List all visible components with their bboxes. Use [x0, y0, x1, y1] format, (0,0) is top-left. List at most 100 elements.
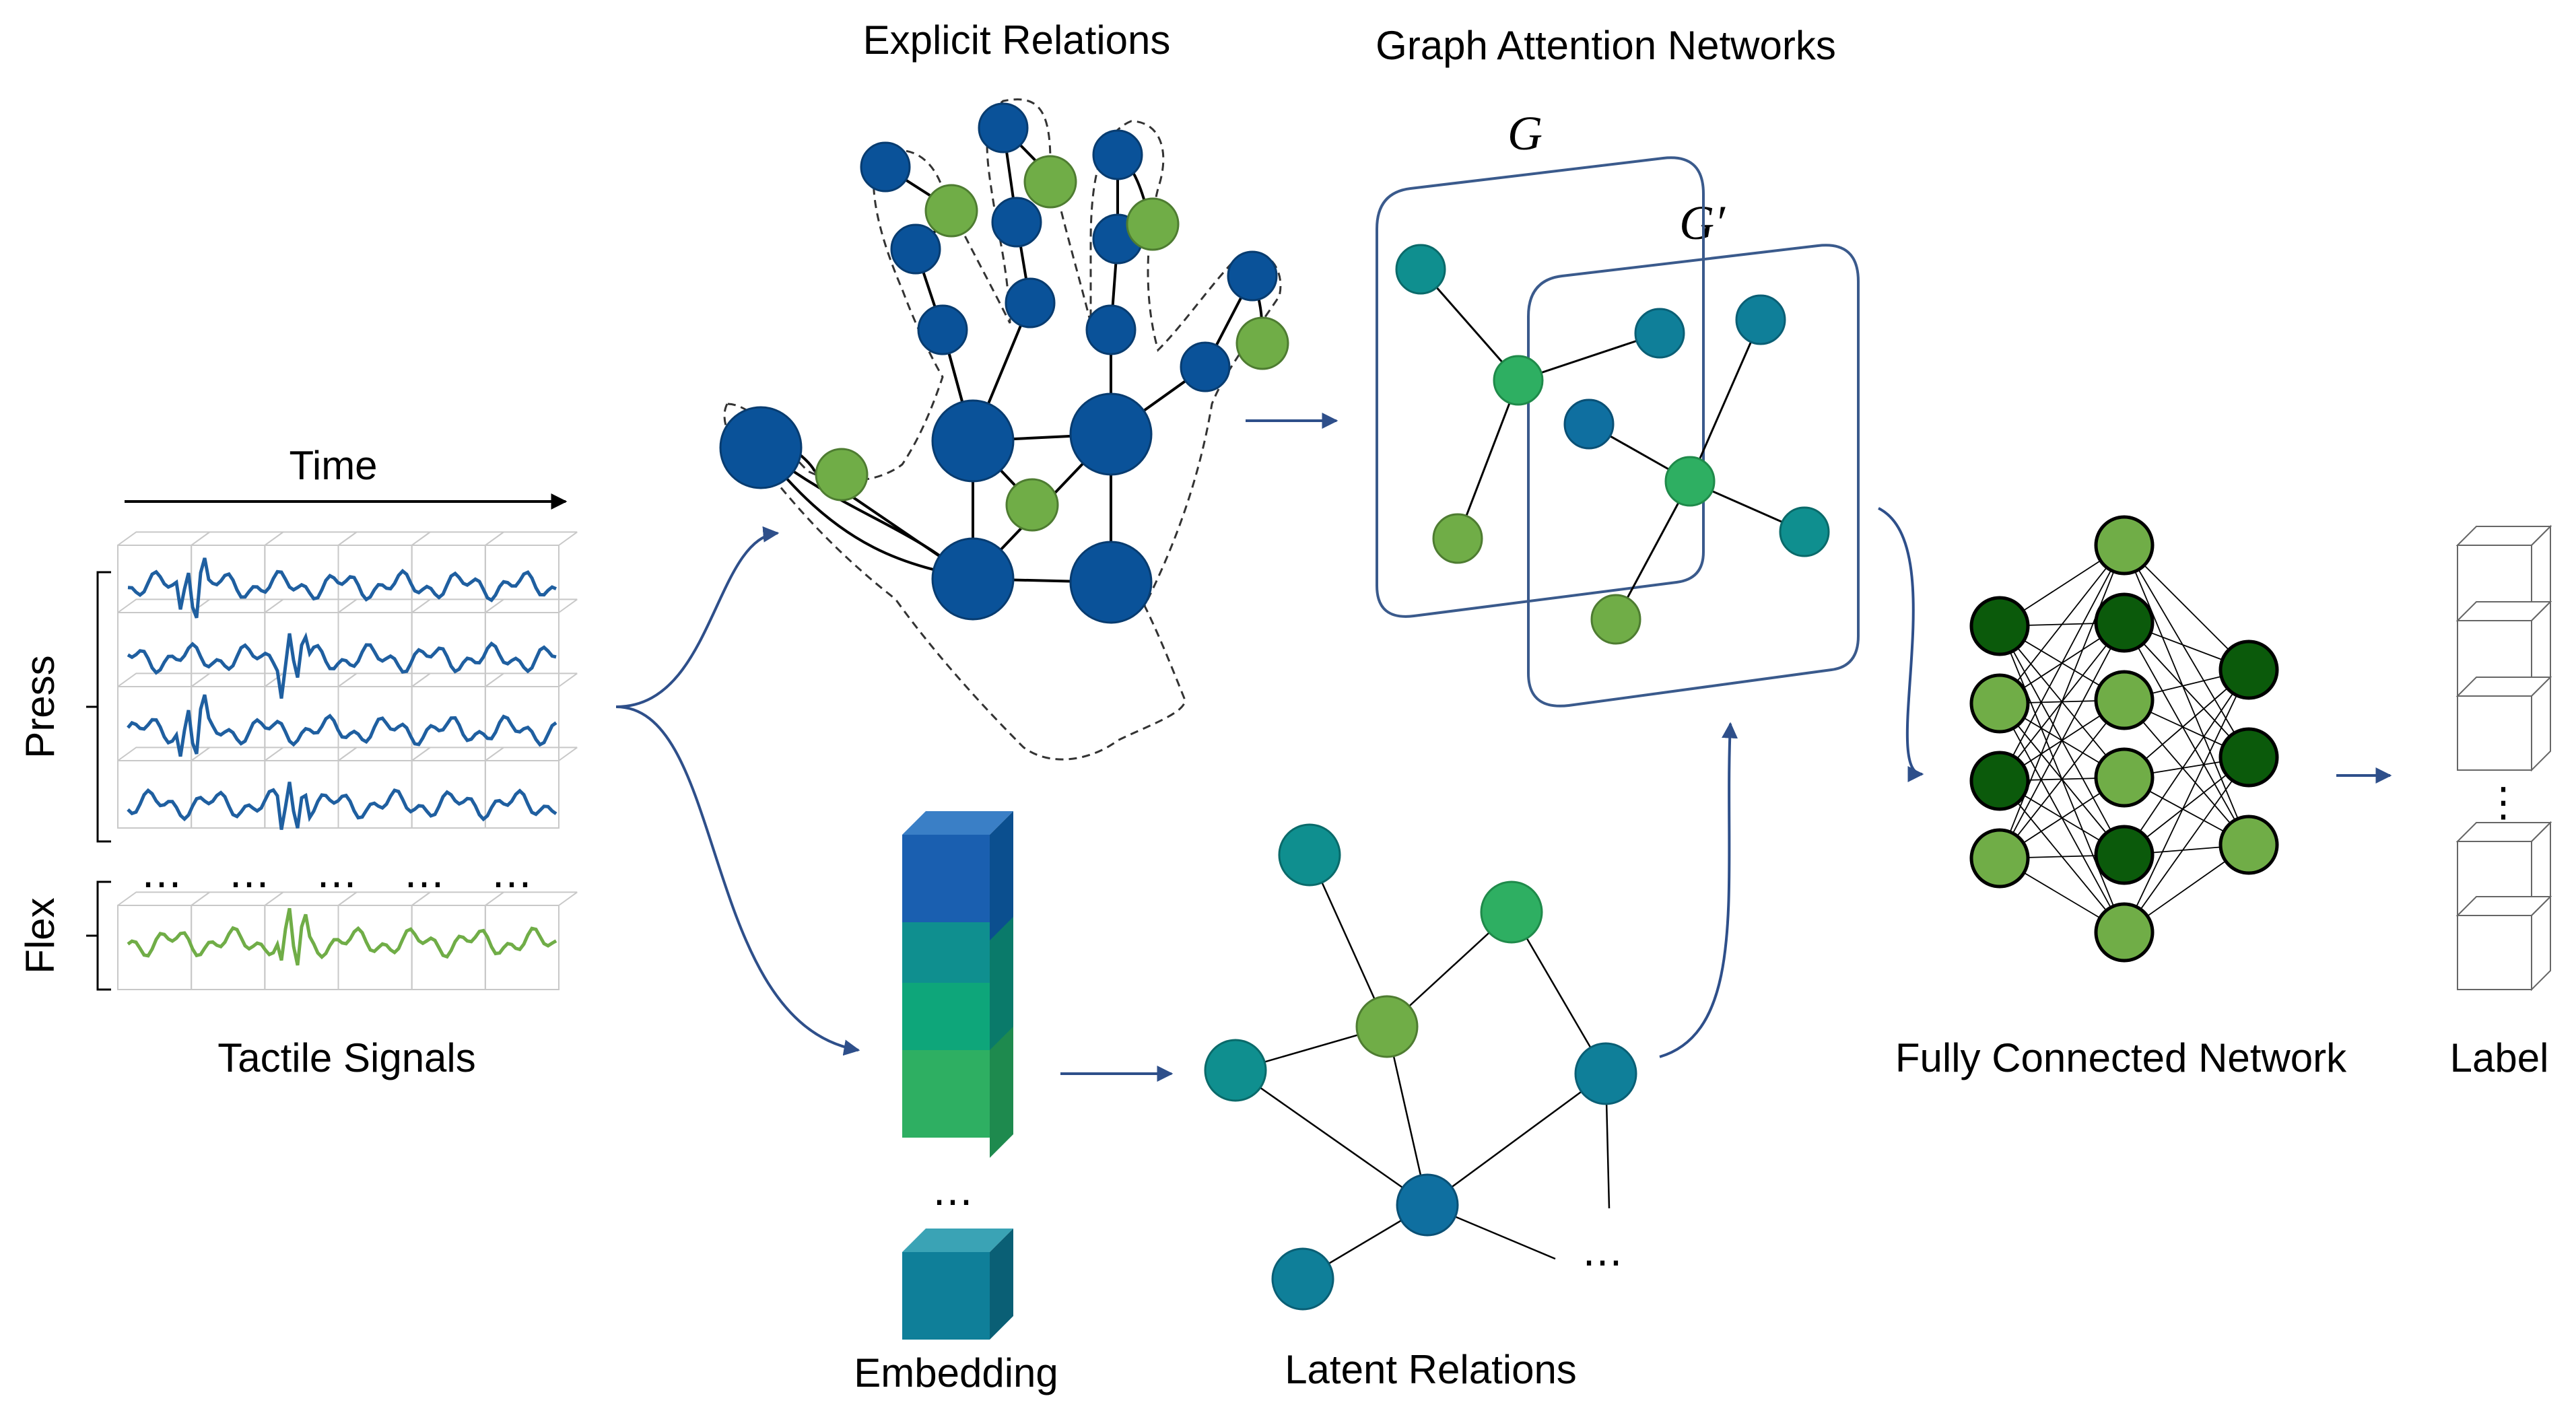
fcn-edge: [2124, 669, 2249, 933]
hand-node: [991, 197, 1042, 248]
grid-cell: [191, 612, 266, 687]
fcn-node: [2218, 727, 2279, 788]
grid-cell: [191, 760, 266, 829]
grid-depth-line: [411, 747, 504, 761]
signal-waveform: [127, 694, 557, 757]
latent-relations-panel: … Latent Relations: [1204, 823, 1637, 1392]
embedding-stack: [902, 811, 1013, 1158]
fcn-label: Fully Connected Network: [1895, 1035, 2347, 1080]
gat-node: [1735, 294, 1786, 345]
latent-nodes: [1204, 823, 1637, 1311]
fcn-edge: [2124, 699, 2249, 845]
fcn-edge: [2124, 545, 2249, 758]
hand-node-green: [1126, 197, 1180, 251]
grid-depth-line: [485, 747, 578, 761]
label-cube: [2455, 895, 2552, 992]
latent-node: [1355, 995, 1419, 1058]
tactile-signals-label: Tactile Signals: [217, 1035, 476, 1080]
grid-depth-line: [485, 672, 578, 687]
grid-cell: [117, 612, 193, 687]
graph-attention-panel: Graph Attention Networks G G′: [1376, 23, 1860, 707]
explicit-relations-label: Explicit Relations: [863, 18, 1171, 63]
fcn-node: [2094, 592, 2155, 653]
ellipsis: …: [933, 1168, 973, 1215]
hand-node: [890, 223, 941, 275]
hand-node: [1092, 129, 1143, 180]
fcn-node: [1969, 751, 2030, 811]
arrow-to-explicit: [615, 526, 780, 708]
signal-waveform: [127, 782, 557, 830]
signal-grid: [117, 531, 578, 990]
fcn-edge: [1999, 545, 2125, 782]
latent-node: [1278, 823, 1341, 887]
label-cube-icon: ⋮ Label: [2450, 524, 2552, 1080]
latent-node: [1204, 1039, 1267, 1102]
grid-cell: [484, 905, 560, 990]
graph-g-frame: [1376, 156, 1705, 618]
hand-node: [719, 406, 803, 489]
fcn-edge: [2124, 622, 2249, 845]
flex-label: Flex: [18, 897, 63, 973]
fcn-node: [2094, 825, 2155, 885]
grid-cell: [484, 686, 560, 761]
gat-node: [1493, 355, 1544, 406]
ellipsis: …: [1582, 1229, 1623, 1276]
graph-g-prime-frame: [1527, 244, 1860, 707]
hand-outline: [723, 98, 1282, 761]
hand-node-green: [1235, 316, 1289, 370]
ellipsis: …: [141, 850, 182, 897]
vertical-ellipsis: ⋮: [2483, 779, 2523, 826]
grid-cell: [411, 905, 486, 990]
press-bracket: [86, 571, 111, 843]
grid-cell: [484, 760, 560, 829]
hand-node: [1085, 304, 1137, 355]
grid-depth-line: [485, 531, 578, 546]
fcn-edge: [2124, 757, 2249, 933]
hand-node: [1069, 541, 1153, 624]
arrow-latent-to-gat: [1659, 722, 1738, 1058]
hand-node: [931, 399, 1015, 483]
signal-waveform: [127, 631, 557, 699]
grid-depth-line: [264, 531, 358, 546]
latent-relations-label: Latent Relations: [1285, 1347, 1577, 1392]
tactile-signals-panel: Time Press Flex … … … … … Tactile Signal…: [18, 443, 578, 1080]
time-label: Time: [289, 443, 377, 488]
grid-depth-line: [411, 672, 504, 687]
gat-nodes: [1395, 244, 1830, 645]
fcn-node: [1969, 828, 2030, 889]
neural-network-icon: Fully Connected Network: [1895, 515, 2347, 1080]
hand-node: [978, 102, 1029, 153]
ellipsis: …: [229, 850, 269, 897]
hand-node: [1227, 250, 1278, 302]
ellipsis: …: [404, 850, 444, 897]
fcn-node: [2094, 670, 2155, 730]
g-label: G: [1507, 106, 1543, 160]
latent-node: [1271, 1247, 1334, 1311]
fcn-node: [2094, 515, 2155, 576]
fcn-node: [1969, 596, 2030, 656]
fcn-edge: [1999, 622, 2125, 859]
gat-node: [1634, 308, 1685, 359]
hand-node-green: [1005, 478, 1059, 532]
embedding-cube-icon: … Embedding: [854, 811, 1058, 1395]
hand-nodes: [719, 102, 1289, 624]
grid-cell: [191, 545, 266, 613]
gat-node: [1664, 456, 1716, 507]
flex-bracket: [86, 880, 111, 991]
signal-waveform: [127, 907, 557, 966]
latent-node: [1574, 1042, 1637, 1105]
hand-node: [931, 537, 1015, 621]
gat-label: Graph Attention Networks: [1376, 23, 1836, 68]
fcn-node: [1969, 673, 2030, 734]
gat-node: [1432, 513, 1483, 564]
fcn-nodes: [1969, 515, 2279, 963]
press-label: Press: [18, 655, 63, 758]
arrow-gat-to-fcn: [1878, 507, 1924, 782]
fcn-node: [2218, 815, 2279, 875]
latent-node: [1480, 880, 1543, 944]
hand-node-green: [924, 184, 978, 238]
grid-depth-line: [117, 672, 211, 687]
grid-depth-line: [485, 891, 578, 906]
grid-cell: [411, 612, 486, 687]
grid-depth-line: [337, 672, 431, 687]
